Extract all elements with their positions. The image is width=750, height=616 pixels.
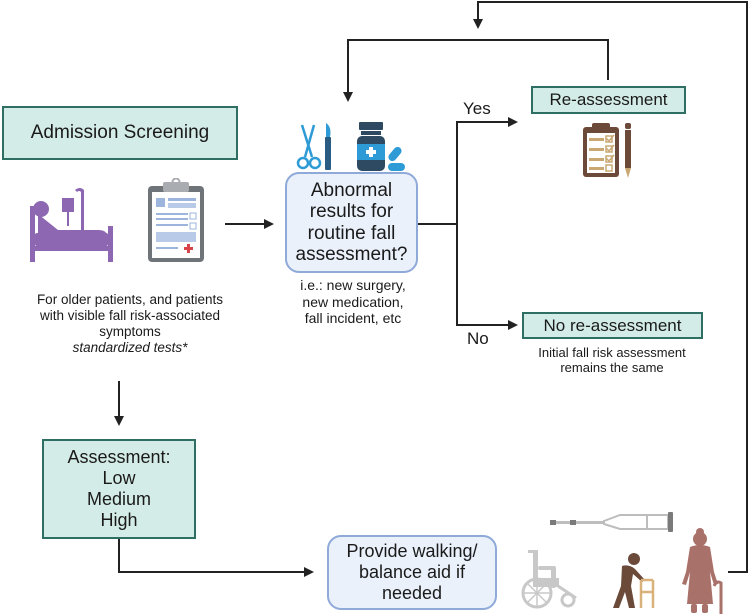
no-reassessment-label: No re-assessment bbox=[543, 315, 682, 335]
surgical-scissors-icon bbox=[296, 124, 322, 170]
reassessment-box: Re-assessment bbox=[531, 86, 686, 114]
medicine-bottle-icon bbox=[357, 122, 385, 171]
admission-screening-label: Admission Screening bbox=[30, 122, 210, 143]
reassessment-label: Re-assessment bbox=[549, 90, 668, 109]
no-reassessment-note: Initial fall risk assessment remains the… bbox=[512, 345, 712, 376]
assessment-line: Medium bbox=[86, 489, 151, 509]
elderly-with-walker-icon bbox=[613, 553, 655, 608]
admission-note: For older patients, and patients with vi… bbox=[0, 292, 260, 356]
checklist-clipboard-icon bbox=[583, 123, 619, 177]
arrow-yes bbox=[456, 117, 518, 224]
assessment-line: Assessment: bbox=[67, 446, 171, 467]
abnormal-line: results for bbox=[309, 201, 394, 223]
abnormal-results-decision-box: Abnormal results for routine fall assess… bbox=[285, 172, 418, 273]
crutch-icon bbox=[550, 512, 673, 532]
assessment-line: Low bbox=[102, 467, 136, 488]
assessment-levels-box: Assessment: Low Medium High bbox=[42, 439, 196, 539]
abnormal-line: routine fall bbox=[307, 222, 396, 244]
assessment-line: High bbox=[100, 510, 138, 531]
provide-aid-line: balance aid if bbox=[358, 562, 466, 583]
abnormal-note-line: fall incident, etc bbox=[304, 310, 402, 327]
abnormal-line: assessment? bbox=[295, 243, 408, 265]
abnormal-note-line: i.e.: new surgery, bbox=[300, 277, 406, 293]
admission-note-line: symptoms bbox=[99, 323, 161, 339]
arrow-outer-loop bbox=[473, 1, 748, 573]
scalpel-icon bbox=[325, 123, 331, 170]
hospital-bed-patient-icon bbox=[30, 188, 113, 262]
provide-aid-line: needed bbox=[381, 582, 443, 603]
arrow-assessment-to-aid bbox=[118, 537, 314, 577]
no-label: No bbox=[467, 329, 489, 348]
admission-note-italic: standardized tests* bbox=[72, 339, 188, 355]
no-reassessment-note-line: remains the same bbox=[560, 360, 664, 376]
pills-icon bbox=[388, 146, 405, 171]
no-reassessment-note-line: Initial fall risk assessment bbox=[538, 345, 686, 360]
medical-clipboard-icon bbox=[148, 178, 204, 262]
abnormal-note: i.e.: new surgery, new medication, fall … bbox=[270, 277, 436, 327]
admission-note-line: For older patients, and patients bbox=[36, 292, 224, 307]
provide-aid-box: Provide walking/ balance aid if needed bbox=[327, 535, 497, 610]
abnormal-line: Abnormal bbox=[310, 179, 393, 201]
elderly-woman-with-cane-icon bbox=[682, 528, 723, 614]
provide-aid-line: Provide walking/ bbox=[346, 541, 478, 562]
admission-note-line: with visible fall risk-associated bbox=[39, 307, 221, 323]
yes-label: Yes bbox=[463, 99, 491, 118]
no-reassessment-box: No re-assessment bbox=[522, 312, 703, 339]
abnormal-note-line: new medication, bbox=[302, 293, 404, 310]
pencil-icon bbox=[625, 123, 631, 178]
arrow-reassessment-loop bbox=[343, 39, 609, 102]
arrow-no bbox=[456, 224, 518, 330]
admission-screening-box: Admission Screening bbox=[2, 106, 238, 160]
wheelchair-icon bbox=[521, 550, 577, 609]
